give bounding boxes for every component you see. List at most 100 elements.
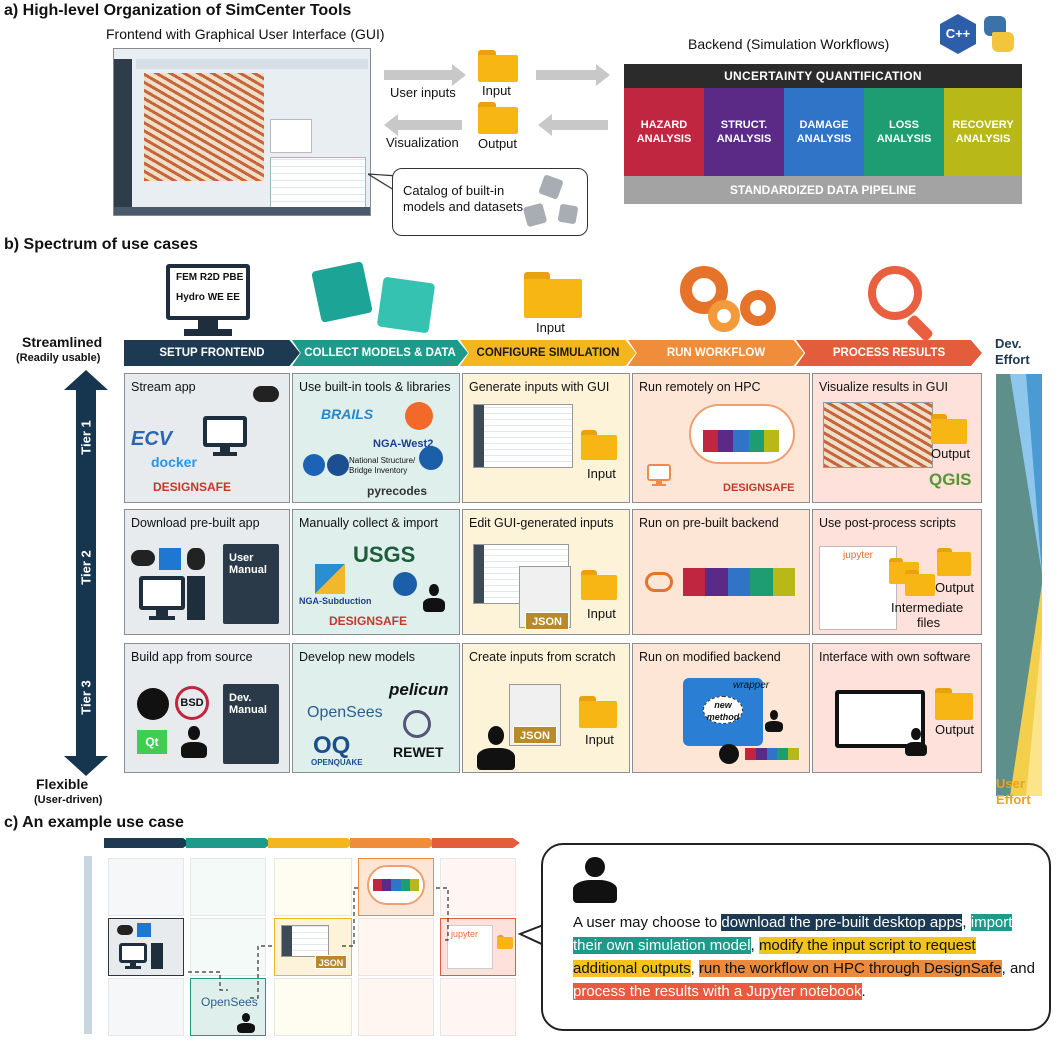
mini-cell bbox=[108, 978, 184, 1036]
mini-cell bbox=[358, 918, 434, 976]
intermediate-label-1: Intermediate bbox=[891, 600, 964, 615]
intermediate-label-2: files bbox=[917, 615, 941, 630]
mini-step-1 bbox=[104, 838, 190, 848]
jupyter-logo: jupyter bbox=[843, 550, 874, 561]
output-label: Output bbox=[935, 722, 975, 737]
github-icon bbox=[719, 744, 739, 764]
cloud-icon bbox=[253, 386, 279, 402]
tier-2-label: Tier 2 bbox=[78, 550, 94, 585]
catalog-callout: Catalog of built-in models and datasets bbox=[392, 168, 588, 236]
bubble-text: A user may choose to download the pre-bu… bbox=[573, 911, 1043, 1003]
bubble-end: . bbox=[861, 983, 866, 1000]
effort-gradient bbox=[996, 374, 1042, 796]
visualization-label: Visualization bbox=[386, 135, 459, 150]
pelicun-logo: pelicun bbox=[389, 680, 449, 699]
stage-damage-l2: ANALYSIS bbox=[796, 133, 852, 145]
cell-title: Manually collect & import bbox=[299, 516, 438, 530]
nbi-line1: National Structure/ bbox=[349, 456, 416, 465]
input-folder-icon bbox=[478, 50, 518, 82]
cell-own-software: Interface with own software Output bbox=[812, 643, 982, 773]
tier-1-label: Tier 1 bbox=[78, 420, 94, 455]
cell-title: Stream app bbox=[131, 380, 196, 394]
arrow-from-backend bbox=[538, 114, 608, 136]
step-configure-simulation: CONFIGURE SIMULATION bbox=[460, 340, 636, 366]
app-pbe: PBE bbox=[222, 272, 244, 283]
designsafe-logo: DESIGNSAFE bbox=[723, 482, 795, 494]
python-icon bbox=[980, 14, 1016, 54]
magnifier-handle bbox=[905, 313, 935, 343]
gui-plot bbox=[270, 119, 312, 153]
cell-title: Interface with own software bbox=[819, 650, 971, 664]
app-r2d: R2D bbox=[199, 272, 220, 283]
nbi-line2: Bridge Inventory bbox=[349, 466, 408, 475]
output-label: Output bbox=[931, 446, 971, 461]
dev-manual-l1: Dev. bbox=[229, 692, 252, 704]
path-connector bbox=[188, 887, 449, 999]
cell-create-inputs: Create inputs from scratch JSON Input bbox=[462, 643, 630, 773]
stage-damage-l1: DAMAGE bbox=[799, 119, 849, 131]
rewet-icon bbox=[403, 710, 431, 738]
cell-post-process: Use post-process scripts jupyter Output … bbox=[812, 509, 982, 635]
workflow-strip bbox=[683, 568, 796, 596]
mini-cell bbox=[274, 978, 352, 1036]
monitor-icon bbox=[203, 416, 247, 456]
new-method-l2: method bbox=[706, 712, 740, 722]
flexible-label: Flexible bbox=[36, 776, 89, 792]
pipeline-bar: STANDARDIZED DATA PIPELINE bbox=[624, 176, 1022, 204]
bubble-sep: , bbox=[962, 914, 971, 931]
stage-struct-l2: ANALYSIS bbox=[716, 133, 772, 145]
user-manual-l2: Manual bbox=[229, 564, 267, 576]
cell-run-hpc: Run remotely on HPC DESIGNSAFE bbox=[632, 373, 810, 503]
mini-cell-download bbox=[108, 918, 184, 976]
highlight-process: process the results with a Jupyter noteb… bbox=[573, 983, 862, 1000]
monitor-icon bbox=[139, 576, 185, 620]
workflow-strip bbox=[373, 879, 420, 891]
windows-icon bbox=[159, 548, 181, 570]
ecv-logo: ECV bbox=[131, 428, 173, 450]
cell-title: Download pre-built app bbox=[131, 516, 260, 530]
step-process-results: PROCESS RESULTS bbox=[796, 340, 982, 366]
designsafe-logo: DESIGNSAFE bbox=[153, 480, 232, 494]
bubble-sep: , bbox=[750, 937, 759, 954]
gui-screenshot bbox=[113, 48, 371, 216]
nga-subduction-logo: NGA-Subduction bbox=[299, 596, 372, 606]
cell-title: Visualize results in GUI bbox=[819, 380, 948, 394]
gui-table bbox=[270, 157, 366, 209]
cell-title: Develop new models bbox=[299, 650, 416, 664]
mini-step-3 bbox=[268, 838, 354, 848]
cell-edit-inputs: Edit GUI-generated inputs JSON Input bbox=[462, 509, 630, 635]
mini-cell bbox=[358, 978, 434, 1036]
rewet-logo: REWET bbox=[393, 744, 444, 760]
tier-3-label: Tier 3 bbox=[78, 680, 94, 715]
flexible-sub: (User-driven) bbox=[34, 794, 103, 806]
gui-map-screenshot bbox=[823, 402, 933, 468]
input-folder-icon bbox=[581, 430, 617, 460]
step-collect-models: COLLECT MODELS & DATA bbox=[292, 340, 468, 366]
magnifier-icon bbox=[868, 266, 922, 320]
cell-prebuilt-backend: Run on pre-built backend bbox=[632, 509, 810, 635]
mini-step-4 bbox=[350, 838, 436, 848]
puzzle-piece-icon bbox=[557, 203, 579, 225]
desktop-tower-icon bbox=[151, 943, 163, 969]
bridge-icon bbox=[327, 454, 349, 476]
cloud-download-icon bbox=[645, 572, 673, 592]
output-folder-icon bbox=[931, 414, 967, 444]
output-label: Output bbox=[935, 580, 975, 595]
arrow-user-inputs bbox=[384, 64, 466, 86]
user-effort-label-1: User bbox=[996, 776, 1025, 791]
cell-visualize-results: Visualize results in GUI Output QGIS bbox=[812, 373, 982, 503]
section-c-title: c) An example use case bbox=[4, 814, 184, 831]
nga-west2-logo: NGA-West2 bbox=[373, 438, 434, 450]
bubble-text-pre: A user may choose to bbox=[573, 914, 722, 931]
noaa-logo bbox=[419, 446, 443, 470]
bsd-logo: BSD bbox=[175, 686, 209, 720]
mini-step-2 bbox=[186, 838, 272, 848]
mini-cell bbox=[190, 858, 266, 916]
wrapper-label: wrapper bbox=[733, 680, 770, 691]
highlight-download: download the pre-built desktop apps bbox=[721, 914, 963, 931]
input-folder-icon bbox=[524, 272, 582, 318]
app-we: WE bbox=[207, 292, 224, 303]
